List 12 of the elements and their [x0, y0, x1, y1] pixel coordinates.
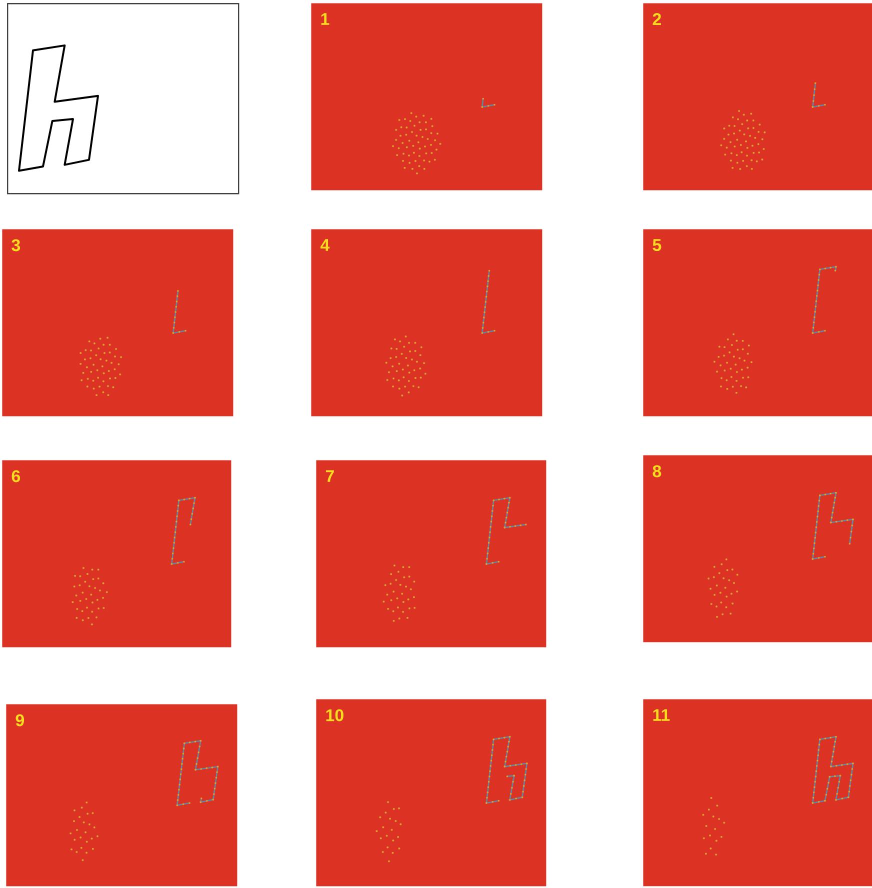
simulation-frame: 2 [643, 3, 872, 190]
simulation-frame: 10 [316, 699, 546, 886]
simulation-frame: 8 [643, 455, 872, 642]
target-shape-box [7, 2, 240, 194]
simulation-frame: 1 [311, 3, 542, 190]
simulation-frame: 3 [2, 229, 234, 416]
simulation-frame: 9 [6, 704, 238, 886]
simulation-frame: 6 [2, 460, 232, 648]
simulation-frame: 4 [311, 229, 542, 416]
simulation-frame: 11 [643, 699, 872, 886]
simulation-frame: 5 [643, 229, 872, 416]
simulation-frame: 7 [316, 460, 546, 648]
